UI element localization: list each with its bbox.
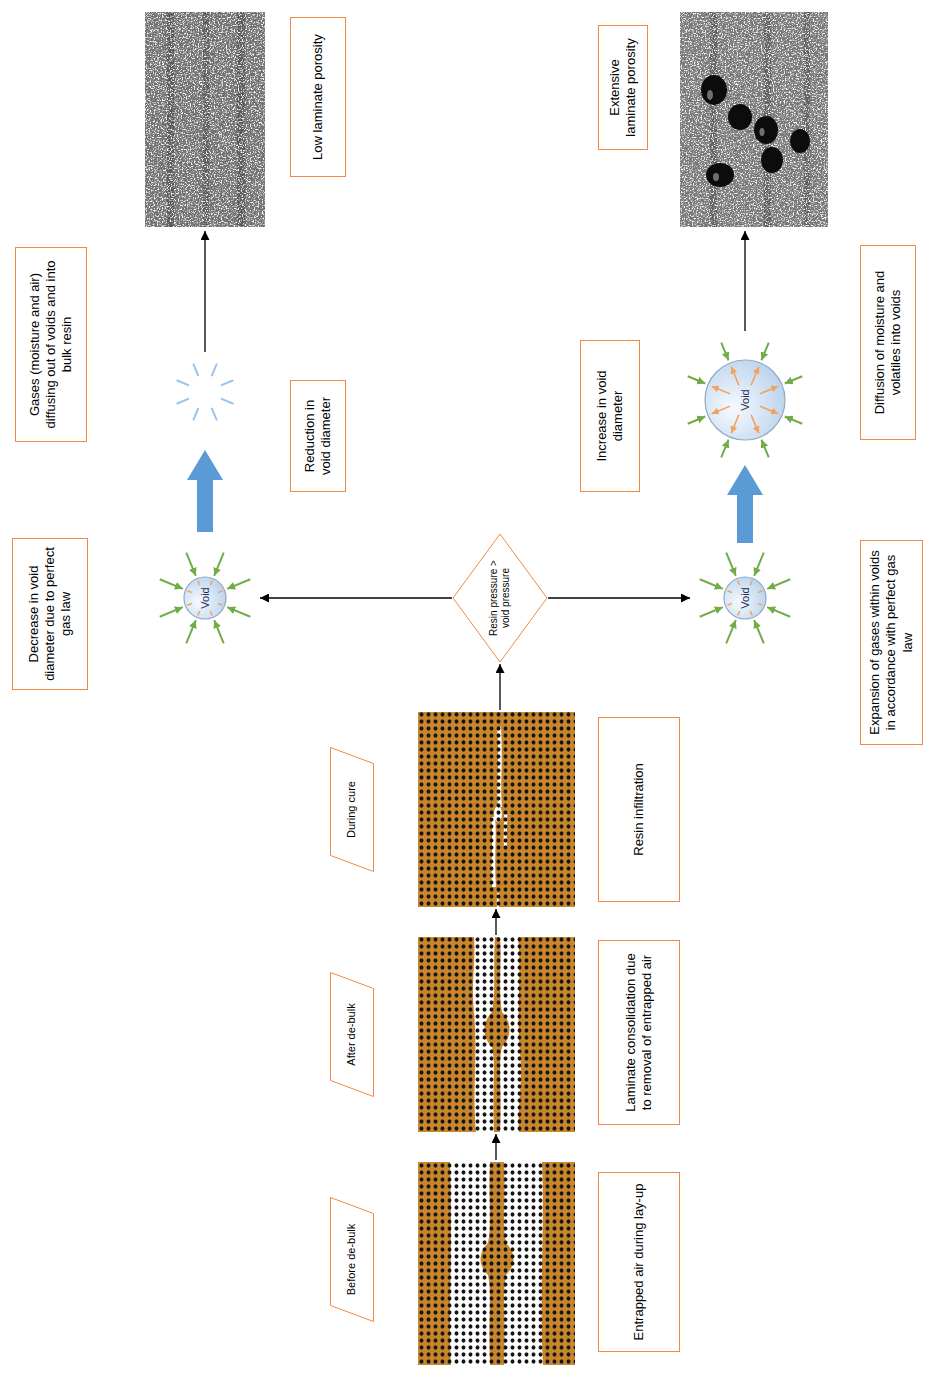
flow-arrow (499, 664, 500, 710)
gas-flow-arrows (688, 343, 803, 458)
result-box: Extensive laminate porosity (598, 25, 648, 150)
note-box: Gases (moisture and air) diffusing out o… (15, 247, 87, 442)
micrograph-extensive-porosity (680, 12, 828, 227)
void-circle: Void (680, 335, 810, 465)
flow-arrow (260, 597, 452, 598)
flow-arrow (495, 909, 496, 935)
decision-diamond: Resin pressure > void pressure (452, 533, 548, 663)
block-arrow (187, 450, 223, 532)
gas-flow-arrows (700, 553, 791, 644)
void-outline (705, 360, 785, 440)
node-text: Resin pressure > void pressure (488, 554, 512, 642)
pressure-arrows (727, 580, 762, 615)
process-box: Resin infiltration (598, 717, 680, 902)
node-text: Low laminate porosity (310, 34, 326, 160)
stage-label: Before de-bulk (330, 1197, 374, 1322)
node-text: Resin infiltration (631, 763, 647, 856)
node-text: Laminate consolidation due to removal of… (623, 949, 656, 1116)
flow-arrow (204, 231, 205, 352)
laminate-section-after (418, 937, 575, 1132)
flow-arrow (548, 597, 690, 598)
process-box: Laminate consolidation due to removal of… (598, 940, 680, 1125)
node-text: Entrapped air during lay-up (631, 1184, 647, 1341)
node-text: Extensive laminate porosity (607, 34, 640, 141)
pressure-arrows (187, 580, 222, 615)
node-text: Void (739, 389, 751, 410)
node-text: Void (739, 587, 751, 608)
laminate-section-cure (418, 712, 575, 907)
node-text: Expansion of gases within voids in accor… (867, 549, 916, 736)
note-box: Decrease in void diameter due to perfect… (12, 538, 88, 690)
node-text: Void (199, 587, 211, 608)
micrograph-low-porosity (145, 12, 265, 227)
note-box: Increase in void diameter (580, 340, 640, 492)
laminate-section-before (418, 1162, 575, 1365)
void-circle: Void (690, 543, 800, 653)
node-text: Diffusion of moisture and volatiles into… (872, 254, 905, 431)
dissolving-void (177, 364, 232, 419)
pressure-arrows (712, 367, 779, 434)
flow-arrow (744, 231, 745, 331)
process-box: Entrapped air during lay-up (598, 1172, 680, 1352)
node-text: Gases (moisture and air) diffusing out o… (27, 256, 76, 433)
flow-arrow (495, 1134, 496, 1160)
gas-flow-arrows (160, 553, 251, 644)
node-text: After de-bulk (345, 1003, 358, 1065)
note-box: Diffusion of moisture and volatiles into… (860, 245, 916, 440)
void-outline (724, 577, 766, 619)
note-box: Reduction in void diameter (290, 380, 346, 492)
result-box: Low laminate porosity (290, 17, 346, 177)
void-outline (184, 577, 226, 619)
node-text: Increase in void diameter (594, 349, 627, 483)
node-text: Decrease in void diameter due to perfect… (26, 547, 75, 681)
block-arrow (737, 495, 753, 543)
stage-label: During cure (330, 747, 374, 872)
node-text: Before de-bulk (345, 1224, 358, 1296)
void-circle: Void (150, 543, 260, 653)
node-text: Reduction in void diameter (302, 389, 335, 483)
node-text: During cure (345, 781, 358, 838)
stage-label: After de-bulk (330, 972, 374, 1097)
note-box: Expansion of gases within voids in accor… (860, 540, 923, 745)
